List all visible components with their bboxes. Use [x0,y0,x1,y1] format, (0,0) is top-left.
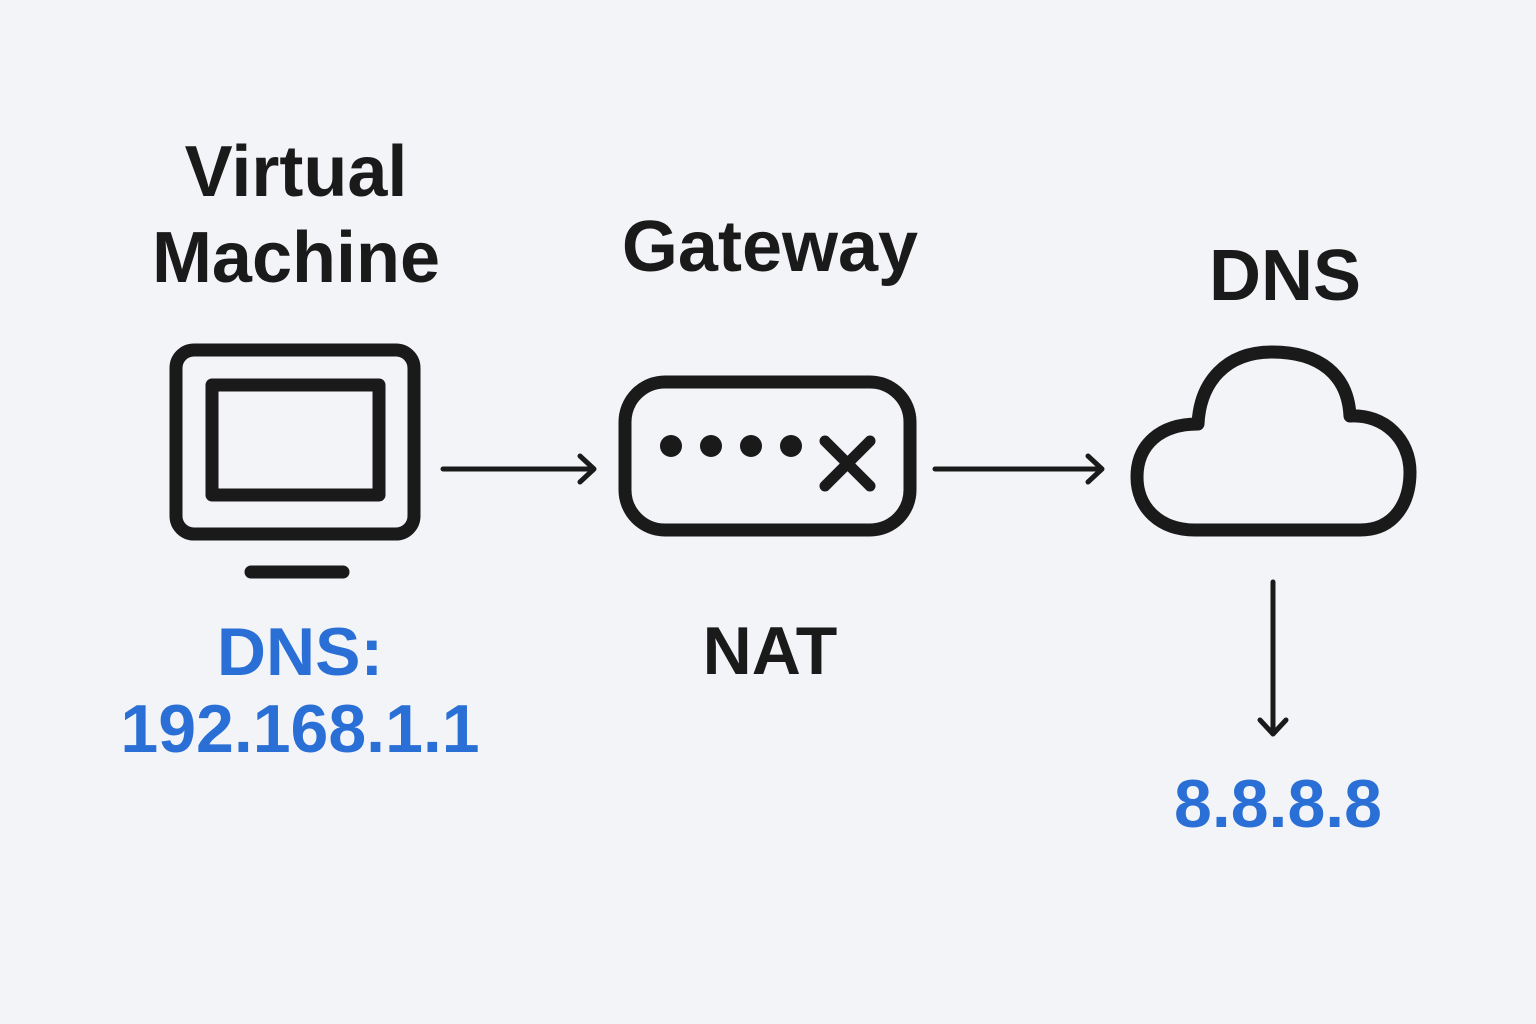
vm-title-line2: Machine [151,218,441,298]
gateway-title: Gateway [621,207,919,287]
vm-title-line1: Virtual [184,132,408,212]
arrow-dns-down [1257,579,1289,737]
monitor-frame [169,343,421,541]
router-body [618,375,917,537]
dns-server-value: 8.8.8.8 [1174,766,1382,842]
router-icon [618,375,917,537]
close-icon [819,435,876,492]
router-dots-icon [660,435,802,457]
arrow-gateway-to-dns [932,453,1105,485]
dns-title: DNS [1208,236,1361,316]
vm-dns-value: 192.168.1.1 [120,691,480,767]
vm-dns-label: DNS: [216,614,384,690]
gateway-sublabel: NAT [702,613,838,689]
monitor-screen [205,378,386,502]
cloud-icon [1130,345,1417,537]
arrow-vm-to-gateway [440,453,597,485]
monitor-icon [169,343,421,579]
